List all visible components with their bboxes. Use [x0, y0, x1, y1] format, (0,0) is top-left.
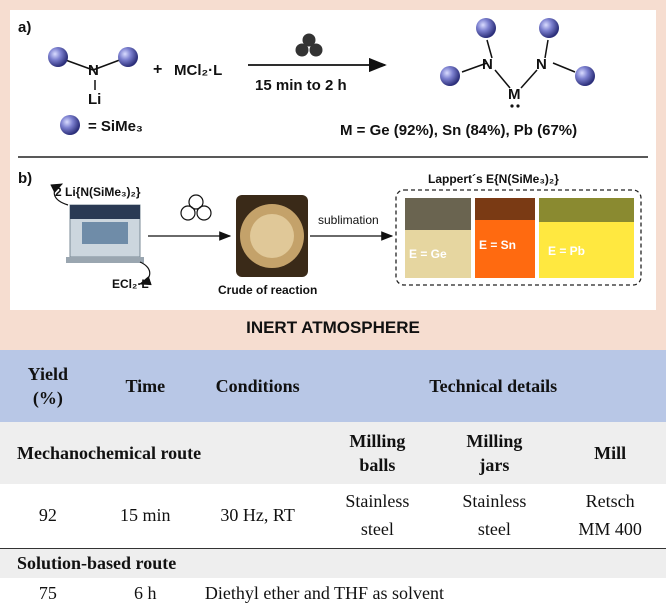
legend-sphere — [60, 115, 80, 135]
vial-sn-label: E = Sn — [479, 238, 517, 252]
header-yield: Yield (%) — [27, 363, 68, 408]
table-row: 92 15 min 30 Hz, RT Stainless steel Stai… — [0, 484, 666, 548]
subheader-milling-balls: Milling balls — [349, 430, 406, 475]
product-nitrogen-2: N — [536, 56, 547, 73]
sublimation-label: sublimation — [318, 213, 379, 227]
mechanochemical-route-title: Mechanochemical route — [17, 442, 202, 463]
panel-a-label: a) — [18, 19, 32, 36]
product-nitrogen-1: N — [482, 56, 493, 73]
product-box — [395, 189, 642, 286]
lithium-label: Li — [88, 91, 102, 108]
cell-time: 15 min — [120, 505, 171, 526]
results-table: Yield (%) Time Conditions Technical deta… — [0, 350, 666, 608]
header-conditions: Conditions — [215, 375, 300, 396]
cell-jars: Stainless steel — [462, 490, 527, 539]
yields-label: M = Ge (92%), Sn (84%), Pb (67%) — [340, 122, 578, 139]
vial-pb-label: E = Pb — [548, 244, 586, 258]
lone-pair — [510, 104, 514, 108]
reagent-label: MCl₂·L — [174, 62, 223, 79]
inert-atmosphere-banner: INERT ATMOSPHERE — [246, 318, 420, 337]
product-metal: M — [508, 86, 521, 103]
milling-balls-icon — [302, 33, 316, 47]
legend-label: = SiMe₃ — [88, 118, 143, 135]
product-title: Lappert´s E{N(SiMe₃)₂} — [428, 172, 559, 186]
cell-mill: Retsch MM 400 — [578, 490, 642, 539]
crude-caption: Crude of reaction — [218, 283, 318, 297]
solution-subheader-row: Solution-based route — [0, 548, 666, 578]
panel-b-label: b) — [18, 170, 33, 187]
milling-balls-outline-icon — [188, 194, 204, 210]
subheader-milling-jars: Milling jars — [466, 430, 523, 475]
silyl-sphere-right — [118, 47, 138, 67]
scheme-graphics — [18, 18, 648, 286]
table-header-row: Yield (%) Time Conditions Technical deta… — [0, 350, 666, 422]
cell-time: 6 h — [134, 582, 157, 603]
table-row: 75 6 h Diethyl ether and THF as solvent — [0, 578, 666, 608]
reaction-time-label: 15 min to 2 h — [255, 77, 347, 94]
mechanochemical-subheader-row: Mechanochemical route Milling balls Mill… — [0, 422, 666, 484]
vial-ge-label: E = Ge — [409, 247, 447, 261]
cell-conditions: 30 Hz, RT — [220, 505, 295, 526]
plus-sign: + — [153, 61, 163, 78]
cell-balls: Stainless steel — [345, 490, 410, 539]
header-technical-details: Technical details — [429, 375, 558, 396]
nitrogen-label: N — [88, 62, 99, 79]
cell-details: Diethyl ether and THF as solvent — [204, 582, 445, 603]
subheader-mill: Mill — [594, 442, 627, 463]
solution-route-title: Solution-based route — [17, 552, 177, 573]
scheme-frame: a) N Li + MCl₂·L 15 min to 2 h = SiMe₃ N… — [0, 0, 666, 350]
reagent-top-label: 2 Li{N(SiMe₃)₂} — [55, 185, 141, 199]
silyl-sphere-left — [48, 47, 68, 67]
header-time: Time — [125, 375, 166, 396]
reagent-bottom-label: ECl₂·L — [112, 277, 149, 291]
cell-yield: 75 — [38, 582, 57, 603]
cell-yield: 92 — [38, 505, 57, 526]
